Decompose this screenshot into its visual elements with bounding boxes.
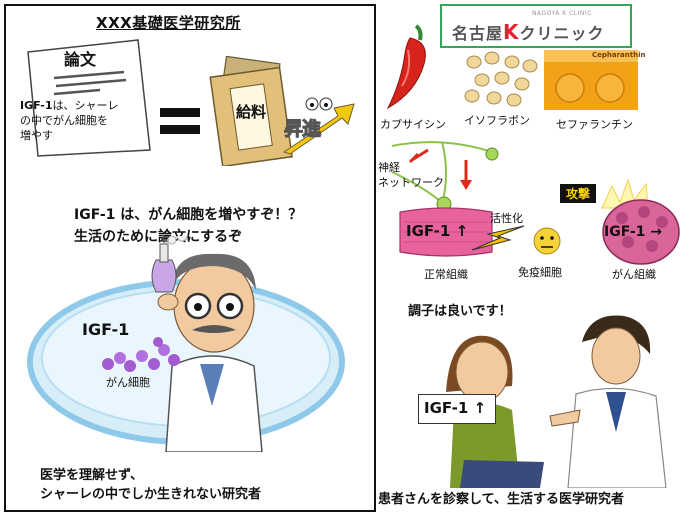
speech-line-2: 生活のために論文にするぞ (74, 229, 243, 245)
soybeans-icon (464, 51, 538, 107)
right-arrow-icon: → (650, 224, 662, 240)
paper-claim-line2: の中でがん細胞を (20, 114, 108, 127)
cancer-cell-label: がん細胞 (106, 376, 150, 389)
paper-document-icon (27, 39, 151, 157)
paper-claim-igf: IGF-1 (20, 99, 53, 112)
lightning-bolt-icon (471, 225, 525, 251)
normal-tissue-igf-label: IGF-1 ↑ (406, 222, 468, 240)
cancer-cells-icon (102, 337, 180, 372)
promotion-label: 昇進 (283, 118, 321, 141)
cancer-igf-text: IGF-1 (604, 224, 646, 240)
chili-pepper-icon (386, 24, 426, 110)
capsaicin-label: カプサイシン (380, 118, 446, 131)
paper-claim: IGF-1は、シャーレ の中でがん細胞を 増やす (20, 98, 146, 143)
lab-title: XXX基礎医学研究所 (96, 14, 241, 32)
up-arrow-icon: ↑ (455, 222, 469, 240)
normal-igf-text: IGF-1 (406, 222, 451, 240)
promotion-arrow-icon (282, 97, 355, 155)
cancer-tissue-icon (602, 199, 680, 265)
patient-igf-box (418, 394, 496, 424)
salary-envelope-icon (209, 56, 293, 166)
equals-sign-icon (160, 108, 200, 134)
activation-label: 活性化 (490, 212, 523, 225)
immune-cell-label: 免疫細胞 (518, 266, 562, 279)
cancer-tissue-label: がん組織 (612, 268, 656, 281)
clinic-name-tail: クリニック (519, 24, 605, 43)
immune-cell-icon (533, 227, 561, 255)
nerve-network-label: 神経 ネットワーク (378, 160, 444, 190)
attack-badge: 攻撃 (560, 184, 597, 203)
left-caption-line-2: シャーレの中でしか生きれない研究者 (40, 487, 262, 502)
salary-label: 給料 (236, 103, 267, 121)
nerve-label-line-2: ネットワーク (378, 176, 444, 189)
clinic-logo-name: 名古屋Kクリニック (452, 20, 605, 44)
patient-igf-text: IGF-1 (424, 399, 469, 417)
paper-claim-line3: 増やす (20, 129, 53, 142)
paper-title: 論文 (64, 50, 97, 69)
patient-up-arrow-icon: ↑ (473, 399, 487, 417)
pill-box-label: Cepharanthin (592, 51, 646, 59)
patient-igf-label: IGF-1 ↑ (424, 399, 486, 417)
cepharanthine-pills-icon (544, 50, 638, 110)
clinic-logo (440, 4, 632, 48)
clinic-logo-subtitle: NAGOYA K CLINIC (532, 10, 592, 17)
normal-tissue-icon (399, 207, 493, 257)
cancer-tissue-igf-label: IGF-1 → (604, 224, 662, 240)
researcher-speech: IGF-1 は、がん細胞を増やすぞ！？ 生活のために論文にするぞ (74, 204, 374, 248)
left-caption: 医学を理解せず、 シャーレの中でしか生きれない研究者 (40, 466, 370, 504)
nerve-label-line-1: 神経 (378, 161, 400, 174)
left-igf-label: IGF-1 (82, 320, 130, 339)
scientist-illustration (151, 236, 263, 452)
clinic-name-city: 名古屋 (452, 24, 504, 43)
isoflavone-label: イソフラボン (464, 114, 530, 127)
paper-claim-line1: は、シャーレ (52, 99, 119, 112)
normal-tissue-label: 正常組織 (424, 268, 468, 281)
patient-speech: 調子は良いです！ (408, 304, 512, 319)
cepharanthine-label: セファランチン (556, 118, 633, 131)
right-caption: 患者さんを診察して、生活する医学研究者 (378, 492, 624, 507)
clinic-name-k: K (503, 20, 520, 44)
speech-line-1: IGF-1 は、がん細胞を増やすぞ！？ (74, 207, 303, 223)
left-caption-line-1: 医学を理解せず、 (40, 468, 144, 483)
researcher-panel (4, 4, 376, 512)
